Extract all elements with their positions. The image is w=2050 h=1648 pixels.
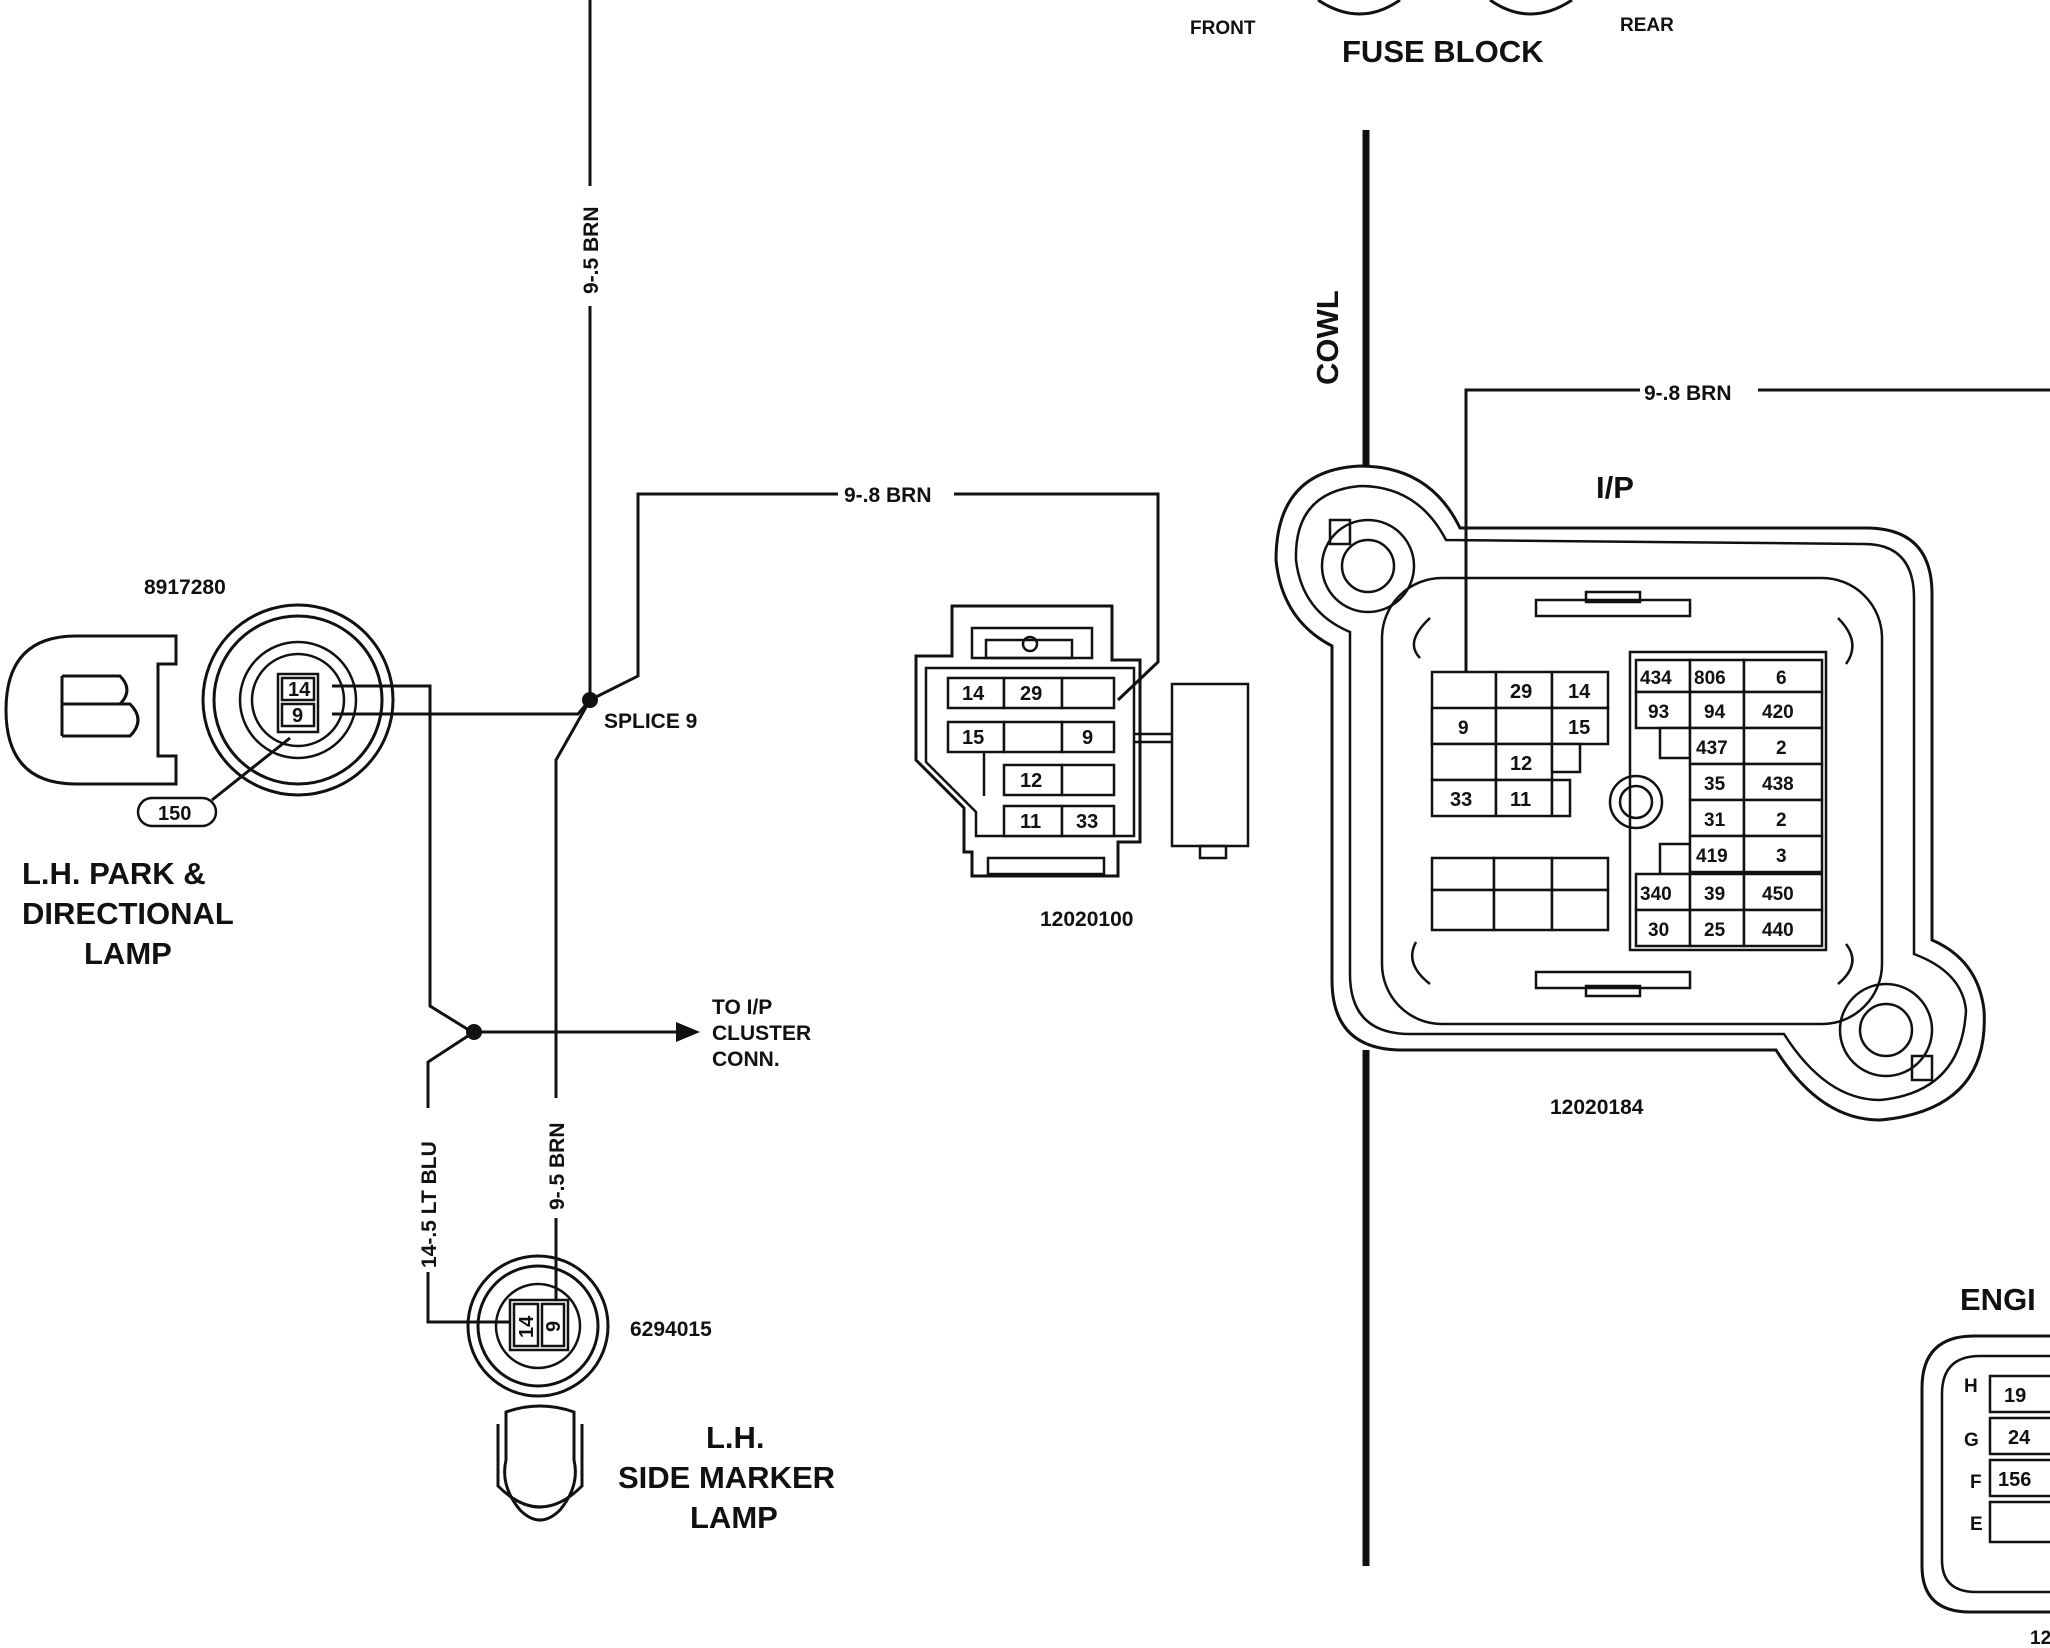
park-lamp: 8917280 14 9 150 L.H. PARK & DIRECTIONAL… [4, 576, 395, 971]
conn-mid-cavity-12: 12 [1020, 770, 1042, 792]
conn-ip-part-number: 12020184 [1550, 1096, 1644, 1119]
svg-text:14-.5 LT BLU: 14-.5 LT BLU [418, 1141, 441, 1268]
side-marker-label-line-1: L.H. [706, 1420, 765, 1455]
svg-text:9-.8 BRN: 9-.8 BRN [844, 484, 932, 507]
mount-hole-top-left-icon [1320, 518, 1416, 614]
ip-cavity-30: 30 [1648, 920, 1669, 941]
engine-cavity-24: 24 [2008, 1427, 2031, 1449]
ip-cavity-93: 93 [1648, 702, 1669, 723]
ip-cavity-94: 94 [1704, 702, 1726, 723]
ip-cavity-15: 15 [1568, 717, 1590, 739]
wire-label-9-8-brn-mid: 9-.8 BRN [838, 480, 954, 508]
cowl-label: COWL [1310, 290, 1345, 385]
svg-text:9-.5 BRN: 9-.5 BRN [546, 1122, 569, 1210]
ip-cavity-39: 39 [1704, 884, 1725, 905]
wire-label-14-5-lt-blu: 14-.5 LT BLU [413, 1108, 443, 1272]
conn-mid-cavity-33: 33 [1076, 811, 1098, 833]
ground-number: 150 [158, 803, 191, 825]
ip-cavity-440: 440 [1762, 920, 1794, 941]
ip-cavity-806: 806 [1694, 668, 1726, 689]
ip-cavity-33: 33 [1450, 789, 1472, 811]
ip-cavity-29: 29 [1510, 681, 1532, 703]
ip-cavity-438: 438 [1762, 774, 1794, 795]
ip-cavity-9: 9 [1458, 718, 1469, 739]
conn-mid-cavity-14: 14 [962, 683, 985, 705]
svg-text:9-.5 BRN: 9-.5 BRN [580, 206, 603, 294]
conn-mid-cavity-9: 9 [1082, 727, 1093, 749]
fuse-block-front-label: FRONT [1190, 18, 1256, 39]
connector-12020100: 14 29 15 9 12 11 33 12020100 [914, 604, 1250, 931]
park-lamp-pin-14: 14 [288, 679, 311, 701]
ip-cavity-434: 434 [1640, 668, 1672, 689]
wire-label-9-5-brn-top: 9-.5 BRN [575, 186, 605, 306]
engine-cavity-156: 156 [1998, 1469, 2031, 1491]
engine-row-f: F [1970, 1472, 1982, 1493]
engine-cavity-19: 19 [2004, 1385, 2026, 1407]
wire-label-9-5-brn-bottom: 9-.5 BRN [541, 1098, 571, 1218]
mount-hole-bottom-right-icon [1838, 982, 1934, 1082]
fuse-block-title: FUSE BLOCK [1342, 34, 1544, 69]
connector-12020184: I/P [1274, 464, 1986, 1122]
ip-cavity-31: 31 [1704, 810, 1726, 831]
park-lamp-socket-icon [201, 603, 395, 797]
ip-cavity-3: 3 [1776, 846, 1787, 867]
ip-cavity-419: 419 [1696, 846, 1728, 867]
side-marker-bulb-icon [503, 1404, 577, 1522]
park-lamp-label-line-2: DIRECTIONAL [22, 896, 234, 931]
ip-cavity-437: 437 [1696, 738, 1728, 759]
engine-row-g: G [1964, 1430, 1979, 1451]
engine-part-number: 12 [2030, 1628, 2050, 1648]
side-marker-label-line-2: SIDE MARKER [618, 1460, 835, 1495]
side-marker-socket-icon [466, 1254, 610, 1398]
conn-mid-part-number: 12020100 [1040, 908, 1133, 931]
ip-cavity-11: 11 [1510, 789, 1531, 811]
ip-cavity-35: 35 [1704, 774, 1726, 795]
ip-cavity-6: 6 [1776, 668, 1787, 689]
conn-mid-cavity-15: 15 [962, 727, 984, 749]
ip-cavity-12: 12 [1510, 753, 1532, 775]
splice-9-label: SPLICE 9 [604, 710, 697, 733]
ip-cavity-2a: 2 [1776, 738, 1787, 759]
ip-cavity-450: 450 [1762, 884, 1794, 905]
to-cluster-line-1: TO I/P [712, 996, 772, 1019]
ip-cavity-14: 14 [1568, 681, 1591, 703]
wire-label-9-8-brn-ip: 9-.8 BRN [1644, 382, 1732, 405]
ip-cavity-340: 340 [1640, 884, 1672, 905]
cowl-divider: COWL [1310, 130, 1370, 1566]
wire-harness: 9-.5 BRN SPLICE 9 9-.8 BRN 9-.5 BRN TO I… [332, 0, 2050, 1332]
park-lamp-bulb-icon [4, 634, 178, 786]
conn-mid-cavity-29: 29 [1020, 683, 1042, 705]
engine-title: ENGI [1960, 1282, 2036, 1317]
fuse-block-rear-label: REAR [1620, 15, 1674, 36]
ground-callout [136, 796, 218, 828]
side-marker-pin-14: 14 [516, 1315, 538, 1338]
park-lamp-label-line-1: L.H. PARK & [22, 856, 206, 891]
park-lamp-part-number: 8917280 [144, 576, 226, 599]
ip-label: I/P [1596, 470, 1634, 505]
to-cluster-line-2: CLUSTER [712, 1022, 811, 1045]
side-marker-part-number: 6294015 [630, 1318, 712, 1341]
fuse-block-header: FRONT FUSE BLOCK REAR [1190, 0, 1674, 69]
park-lamp-pin-9: 9 [292, 705, 303, 727]
to-cluster-line-3: CONN. [712, 1048, 780, 1071]
side-marker-lamp: 14 9 6294015 L.H. SIDE MARKER LAMP [466, 1254, 835, 1535]
ip-cavity-2b: 2 [1776, 810, 1787, 831]
engine-row-e: E [1970, 1514, 1983, 1535]
conn-mid-cavity-11: 11 [1020, 811, 1041, 833]
side-marker-label-line-3: LAMP [690, 1500, 778, 1535]
ip-cavity-25: 25 [1704, 920, 1726, 941]
engine-row-h: H [1964, 1376, 1978, 1397]
ip-cavity-420: 420 [1762, 702, 1794, 723]
engine-connector: ENGI H G F E 19 24 156 12 [1920, 1282, 2050, 1648]
park-lamp-label-line-3: LAMP [84, 936, 172, 971]
side-marker-pin-9: 9 [543, 1321, 565, 1332]
